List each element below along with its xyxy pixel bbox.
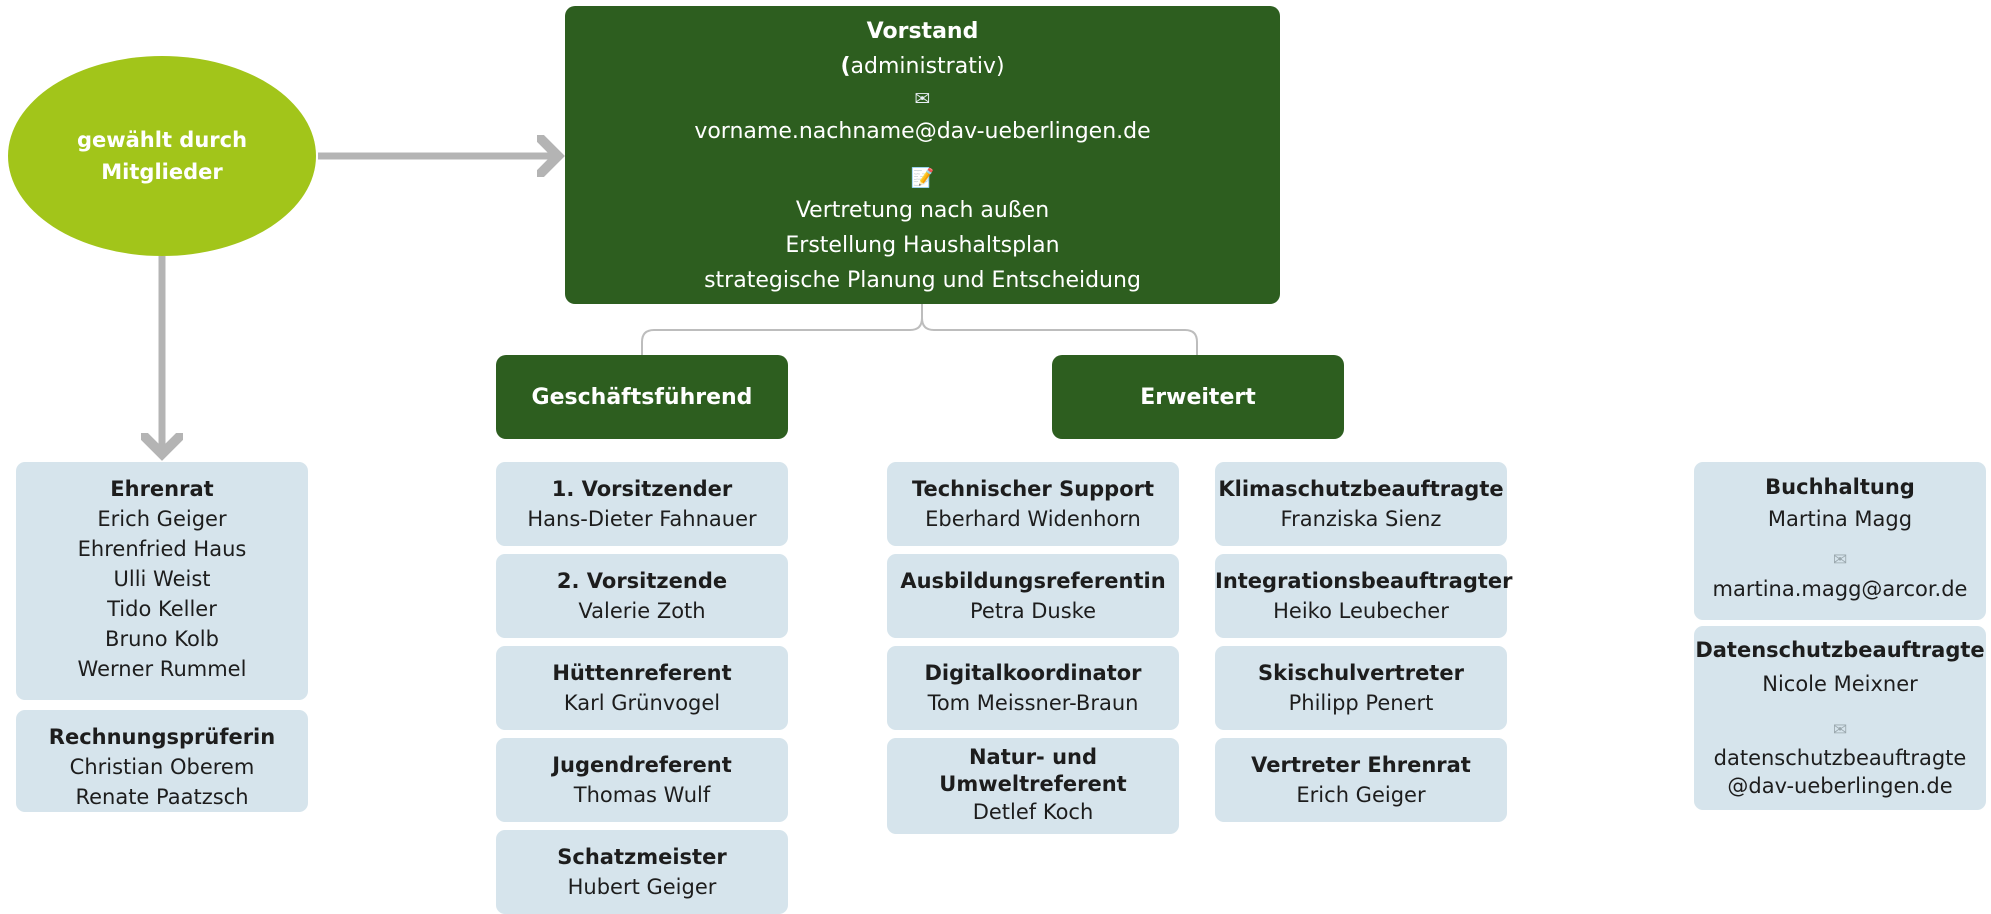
erweitert-label: Erweitert xyxy=(1140,384,1256,410)
tree-connector xyxy=(641,304,1198,355)
datenschutz-person: Nicole Meixner xyxy=(1762,672,1918,696)
role-title: Hüttenreferent xyxy=(552,661,732,685)
ehrenrat-member: Tido Keller xyxy=(107,597,217,621)
elected-by-members-node: gewählt durch Mitglieder xyxy=(8,56,316,256)
vorstand-email: vorname.nachname@dav-ueberlingen.de xyxy=(694,119,1151,144)
role-title: Schatzmeister xyxy=(557,845,727,869)
role-title: Integrationsbeauftragter xyxy=(1215,569,1513,593)
role-title: Jugendreferent xyxy=(552,753,732,777)
rechnungspruefer-member: Renate Paatzsch xyxy=(75,785,249,809)
role-title: 2. Vorsitzende xyxy=(556,569,728,593)
envelope-icon: ✉ xyxy=(914,88,931,110)
role-person: Tom Meissner-Braun xyxy=(927,691,1139,715)
role-card: Klimaschutzbeauftragte Franziska Sienz xyxy=(1215,462,1507,546)
datenschutz-email-line-1: datenschutzbeauftragte xyxy=(1713,746,1967,770)
role-person: Eberhard Widenhorn xyxy=(925,507,1141,531)
vorstand-subtitle-text: administrativ) xyxy=(850,54,1005,79)
geschaeftsfuehrend-box: Geschäftsführend xyxy=(496,355,788,439)
role-person: Detlef Koch xyxy=(972,800,1094,824)
role-card: 1. Vorsitzender Hans-Dieter Fahnauer xyxy=(496,462,788,546)
role-person: Petra Duske xyxy=(970,599,1096,623)
rechnungspruefer-card: Rechnungsprüferin Christian Oberem Renat… xyxy=(16,710,308,812)
role-card: Jugendreferent Thomas Wulf xyxy=(496,738,788,822)
role-person: Heiko Leubecher xyxy=(1273,599,1449,623)
ehrenrat-member: Erich Geiger xyxy=(97,507,227,531)
role-card: 2. Vorsitzende Valerie Zoth xyxy=(496,554,788,638)
role-title: Digitalkoordinator xyxy=(924,661,1142,685)
vorstand-subtitle: (administrativ) xyxy=(565,49,1280,84)
role-title: Skischulvertreter xyxy=(1258,661,1464,685)
datenschutz-card: Datenschutzbeauftragte Nicole Meixner ✉ … xyxy=(1694,626,1986,810)
ehrenrat-card: Ehrenrat Erich Geiger Ehrenfried Haus Ul… xyxy=(16,462,308,700)
elected-line-1: gewählt durch xyxy=(76,128,248,152)
role-person: Valerie Zoth xyxy=(578,599,706,623)
role-title: Ausbildungsreferentin xyxy=(900,569,1166,593)
role-card: Technischer Support Eberhard Widenhorn xyxy=(887,462,1179,546)
memo-icon: 📝 xyxy=(910,167,935,189)
rechnungspruefer-member: Christian Oberem xyxy=(69,755,255,779)
role-person: Philipp Penert xyxy=(1288,691,1434,715)
role-person: Franziska Sienz xyxy=(1280,507,1442,531)
role-card: Schatzmeister Hubert Geiger xyxy=(496,830,788,914)
buchhaltung-card: Buchhaltung Martina Magg ✉ martina.magg@… xyxy=(1694,462,1986,620)
vorstand-box: Vorstand (administrativ) ✉ vorname.nachn… xyxy=(565,6,1280,304)
ehrenrat-member: Ehrenfried Haus xyxy=(77,537,247,561)
role-title: 1. Vorsitzender xyxy=(551,477,733,501)
ehrenrat-title: Ehrenrat xyxy=(110,477,214,501)
role-person: Hans-Dieter Fahnauer xyxy=(527,507,757,531)
role-title: Vertreter Ehrenrat xyxy=(1251,753,1471,777)
paren-open: ( xyxy=(840,54,851,79)
ehrenrat-member: Bruno Kolb xyxy=(105,627,219,651)
buchhaltung-title: Buchhaltung xyxy=(1765,475,1915,499)
datenschutz-title: Datenschutzbeauftragte xyxy=(1695,638,1985,662)
role-title: Technischer Support xyxy=(911,477,1155,501)
vorstand-duty-2: Erstellung Haushaltsplan xyxy=(785,233,1060,258)
role-card: Hüttenreferent Karl Grünvogel xyxy=(496,646,788,730)
role-person: Hubert Geiger xyxy=(567,875,717,899)
datenschutz-email-line-2: @dav-ueberlingen.de xyxy=(1727,774,1953,798)
buchhaltung-person: Martina Magg xyxy=(1767,507,1913,531)
role-card: Integrationsbeauftragter Heiko Leubecher xyxy=(1215,554,1513,638)
ehrenrat-member: Ulli Weist xyxy=(113,567,211,591)
rechnungspruefer-title: Rechnungsprüferin xyxy=(48,725,276,749)
role-card: Skischulvertreter Philipp Penert xyxy=(1215,646,1507,730)
buchhaltung-email: martina.magg@arcor.de xyxy=(1712,577,1968,601)
erweitert-box: Erweitert xyxy=(1052,355,1344,439)
role-title-line-2: Umweltreferent xyxy=(939,772,1127,796)
role-card: Digitalkoordinator Tom Meissner-Braun xyxy=(887,646,1179,730)
role-card: Ausbildungsreferentin Petra Duske xyxy=(887,554,1179,638)
geschaeftsfuehrend-label: Geschäftsführend xyxy=(531,384,753,410)
elected-line-2: Mitglieder xyxy=(101,160,223,184)
vorstand-duty-3: strategische Planung und Entscheidung xyxy=(704,268,1141,293)
role-title-line-1: Natur- und xyxy=(968,745,1098,769)
envelope-icon: ✉ xyxy=(1832,550,1848,570)
role-person: Karl Grünvogel xyxy=(563,691,721,715)
role-person: Thomas Wulf xyxy=(573,783,711,807)
role-person: Erich Geiger xyxy=(1296,783,1426,807)
vorstand-title: Vorstand xyxy=(866,19,979,44)
role-title: Klimaschutzbeauftragte xyxy=(1218,477,1504,501)
ehrenrat-member: Werner Rummel xyxy=(77,657,247,681)
role-card: Natur- und Umweltreferent Detlef Koch xyxy=(887,738,1179,834)
role-card: Vertreter Ehrenrat Erich Geiger xyxy=(1215,738,1507,822)
vorstand-duty-1: Vertretung nach außen xyxy=(795,198,1050,223)
envelope-icon: ✉ xyxy=(1832,720,1848,740)
